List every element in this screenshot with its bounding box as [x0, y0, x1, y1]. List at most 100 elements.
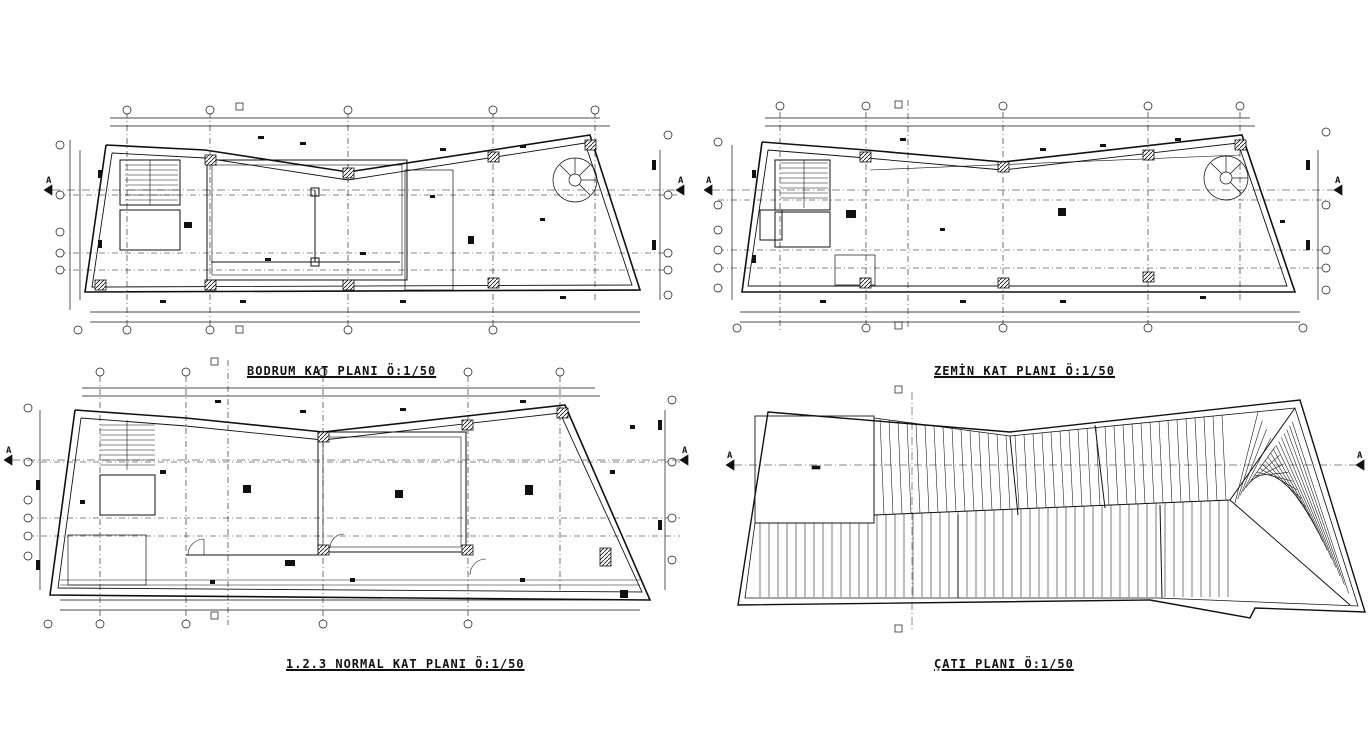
roof-rafter: [1059, 431, 1065, 508]
roof-rafter: [1221, 415, 1227, 501]
cati-ridges: [873, 407, 1351, 606]
roof-rafter: [1068, 430, 1074, 507]
normal-axis-bubbles: [23, 367, 677, 629]
roof-rafter: [1041, 432, 1047, 508]
roof-rafter: [1140, 423, 1146, 504]
roof-rafter: [1023, 434, 1029, 509]
roof-rafter: [1281, 437, 1332, 559]
roof-rafter: [1194, 417, 1200, 502]
normal-section-mark-left: A: [6, 446, 13, 456]
roof-rafter: [1270, 452, 1315, 525]
roof-rafter: [888, 419, 894, 515]
roof-rafter: [1149, 422, 1155, 504]
roof-rafter: [1176, 419, 1182, 503]
roof-rafter: [1275, 444, 1324, 542]
roof-rafter: [1167, 420, 1173, 503]
roof-rafter: [1237, 420, 1263, 500]
bodrum-dimension-lines: [69, 117, 661, 323]
roof-rafter: [1283, 433, 1336, 568]
roof-rafter: [1278, 441, 1328, 551]
roof-rafter: [969, 430, 975, 511]
roof-rafter: [924, 424, 930, 513]
roof-rafter: [1292, 421, 1349, 594]
cati-plan-title: ÇATI PLANI Ö:1/50: [934, 657, 1074, 671]
roof-rafter: [1240, 429, 1267, 496]
roof-rafter: [933, 425, 939, 513]
normal-columns: [317, 407, 612, 567]
roof-rafter: [1203, 416, 1209, 502]
cati-rafters-upper: [879, 415, 1227, 515]
bodrum-section-mark-left: A: [46, 176, 53, 186]
roof-rafter: [1095, 427, 1101, 506]
cati-plan: [725, 385, 1366, 633]
roof-rafter: [1185, 418, 1191, 502]
normal-doors: [187, 533, 487, 576]
bodrum-plan-title: BODRUM KAT PLANI Ö:1/50: [247, 364, 437, 378]
roof-rafter: [1245, 446, 1276, 488]
bodrum-detail-marks: [98, 136, 656, 303]
cati-section-mark-right: A: [1357, 451, 1364, 461]
roof-rafter: [1242, 437, 1272, 492]
roof-rafter: [1104, 426, 1110, 506]
bodrum-plan: [43, 102, 685, 335]
roof-rafter: [1077, 429, 1083, 507]
roof-rafter: [1050, 431, 1056, 508]
roof-rafter: [1289, 425, 1345, 585]
roof-rafter: [1131, 424, 1137, 505]
roof-rafter: [906, 422, 912, 514]
roof-rafter: [915, 423, 921, 514]
roof-rafter: [951, 428, 957, 512]
bodrum-stairs: [125, 160, 178, 205]
zemin-outer-walls: [741, 134, 1297, 293]
roof-rafter: [1286, 429, 1341, 577]
roof-rafter: [1086, 428, 1092, 507]
normal-section-mark-right: A: [682, 446, 689, 456]
zemin-detail-marks: [752, 138, 1310, 303]
bodrum-spiral-stair: [552, 157, 598, 203]
zemin-stairs: [780, 160, 828, 208]
cati-section-markers: [725, 385, 1365, 633]
roof-rafter: [1251, 463, 1285, 481]
roof-rafter: [1158, 421, 1164, 504]
zemin-section-mark-left: A: [706, 176, 713, 186]
normal-detail-marks: [36, 400, 662, 598]
zemin-plan-title: ZEMİN KAT PLANI Ö:1/50: [934, 364, 1115, 378]
zemin-rooms: [759, 154, 1241, 286]
zemin-dimension-lines: [731, 117, 1319, 323]
cati-rafters-lower: [759, 500, 1229, 597]
roof-rafter: [1122, 424, 1128, 505]
roof-rafter: [1113, 425, 1119, 505]
roof-rafter: [1272, 448, 1319, 534]
cati-section-mark-left: A: [727, 451, 734, 461]
roof-rafter: [879, 418, 885, 515]
zemin-axis-bubbles: [713, 101, 1331, 333]
normal-plan: [3, 357, 689, 629]
bodrum-axis-bubbles: [55, 105, 673, 335]
zemin-spiral-stair: [1203, 155, 1249, 201]
roof-rafter: [978, 431, 984, 511]
roof-rafter: [1234, 411, 1259, 504]
normal-plan-title: 1.2.3 NORMAL KAT PLANI Ö:1/50: [286, 657, 525, 671]
roof-rafter: [1005, 435, 1011, 510]
roof-rafter: [1014, 435, 1020, 510]
roof-rafter: [897, 421, 903, 515]
zemin-grid-axes: [718, 100, 1330, 330]
bodrum-columns: [94, 139, 597, 291]
zemin-section-mark-right: A: [1335, 176, 1342, 186]
roof-rafter: [960, 429, 966, 512]
bodrum-section-mark-right: A: [678, 176, 685, 186]
roof-rafter: [1212, 416, 1218, 501]
normal-rooms: [60, 431, 640, 586]
zemin-plan: [703, 100, 1343, 333]
normal-stairs: [100, 420, 155, 470]
roof-rafter: [1032, 433, 1038, 509]
bodrum-rooms: [119, 159, 454, 291]
zemin-section-markers: [703, 100, 1343, 330]
roof-rafter: [942, 427, 948, 513]
bodrum-section-markers: [43, 102, 685, 334]
normal-section-markers: [3, 357, 689, 620]
roof-rafter: [996, 434, 1002, 510]
cati-rafters-right: [1234, 411, 1349, 594]
